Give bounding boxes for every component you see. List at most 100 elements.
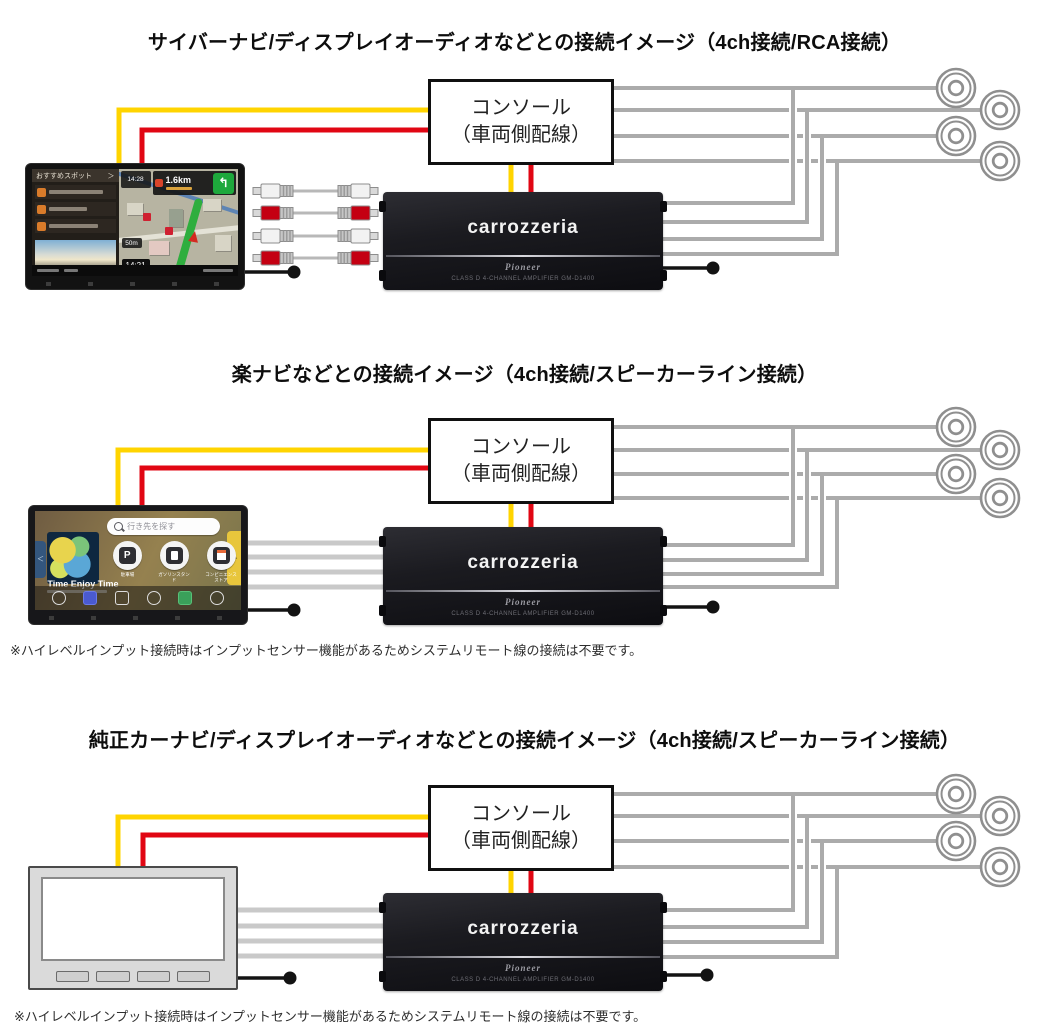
diagram3-title: 純正カーナビ/ディスプレイオーディオなどとの接続イメージ（4ch接続/スピーカー… xyxy=(88,730,961,752)
spot-list-item xyxy=(35,202,116,216)
d3-speaker-2 xyxy=(979,795,1021,837)
map-building xyxy=(148,241,169,255)
map-scale: 50m xyxy=(121,238,142,248)
d2-system-remote-wires xyxy=(248,600,720,617)
spot-list-item xyxy=(35,219,116,233)
app-gas-station: ガソリンスタンド xyxy=(156,540,192,584)
d3-speaker-3 xyxy=(935,820,977,862)
d3-amplifier: carrozzeria Pioneer CLASS D 4-CHANNEL AM… xyxy=(379,893,667,991)
spot-panel-header: おすすめスポット ＞ xyxy=(32,169,119,182)
oem-head-unit xyxy=(28,866,238,990)
d1-speaker-1 xyxy=(935,67,977,109)
oem-button xyxy=(96,971,130,982)
spot-text-bar xyxy=(49,190,103,194)
eta-box: 14:28 xyxy=(120,171,151,188)
oem-button-row xyxy=(56,971,210,982)
cyber-navi-screen: おすすめスポット ＞ 14:28 xyxy=(32,169,238,276)
spot-text-bar xyxy=(49,207,88,211)
amp-terminal-tab xyxy=(660,971,667,982)
next-turn-bar: 1.6km ↰ xyxy=(152,171,236,195)
carrozzeria-logo: carrozzeria xyxy=(467,552,579,573)
amp-terminal-tab xyxy=(379,971,386,982)
d1-speaker-4 xyxy=(979,140,1021,182)
distance-to-turn: 1.6km xyxy=(165,175,192,185)
console-label-line1: コンソール xyxy=(471,97,571,119)
oem-blank-screen xyxy=(41,877,225,961)
turn-point-icon xyxy=(154,179,163,187)
d1-amp-speaker-outputs xyxy=(661,88,839,256)
fuel-pump-icon xyxy=(165,546,183,564)
app-convenience-store: コンビニエンスストア xyxy=(203,540,239,584)
spot-panel-title: おすすめスポット xyxy=(36,172,92,180)
amp-terminal-tab xyxy=(660,270,667,281)
d1-wiring xyxy=(116,67,1021,279)
d1-rca-cables xyxy=(252,183,379,266)
source-icon xyxy=(83,591,98,606)
console-label-line1: コンソール xyxy=(471,803,571,825)
parking-icon: P xyxy=(118,546,136,564)
amp-model-text: CLASS D 4-CHANNEL AMPLIFIER GM-D1400 xyxy=(451,977,595,983)
status-text-bar xyxy=(203,269,233,272)
d2-speaker-2 xyxy=(979,429,1021,471)
av-menu-tab: ＜ xyxy=(35,540,46,579)
now-playing-title: Time Enjoy Time xyxy=(47,579,119,590)
app-label: 駐車場 xyxy=(120,571,134,578)
diagram3-note: ※ハイレベルインプット接続時はインプットセンサー機能があるためシステムリモート線… xyxy=(14,1009,647,1024)
d2-speaker-3 xyxy=(935,453,977,495)
d3-system-remote-wires xyxy=(236,968,714,985)
console-label-line2: （車両側配線） xyxy=(451,830,591,852)
turn-info: 1.6km xyxy=(165,175,192,190)
bezel-buttons xyxy=(49,616,227,620)
spot-icon xyxy=(37,221,46,231)
console-label-line2: （車両側配線） xyxy=(451,463,591,485)
status-text-bar xyxy=(37,269,59,272)
av-off-icon xyxy=(51,591,66,606)
d1-speaker-3 xyxy=(935,115,977,157)
d2-wiring xyxy=(115,406,1021,617)
amp-terminal-tab xyxy=(660,201,667,212)
destination-search-bar: 行き先を探す xyxy=(107,517,221,535)
map-building xyxy=(202,199,221,211)
d1-system-remote-wires xyxy=(240,261,720,279)
settings-icon xyxy=(210,591,225,606)
fuel-pump-glyph xyxy=(170,550,178,560)
d3-speaker-rows xyxy=(613,792,980,869)
amp-divider-line xyxy=(386,255,660,257)
d2-speaker-line-inputs xyxy=(246,540,390,590)
app-circle: P xyxy=(112,540,142,570)
d1-yellow-power-wire xyxy=(116,107,430,165)
d1-amplifier: carrozzeria Pioneer CLASS D 4-CHANNEL AM… xyxy=(379,192,667,290)
spot-icon xyxy=(37,204,46,214)
d1-speaker-rows xyxy=(613,86,980,163)
quick-app-buttons: P 駐車場 ガソリンスタンド コンビニエンスストア xyxy=(109,540,239,584)
map-building xyxy=(168,209,183,227)
d2-yellow-power-wire xyxy=(115,447,430,507)
bottom-icon-row xyxy=(35,586,241,610)
d3-amp-speaker-outputs xyxy=(661,794,839,959)
amp-terminal-tab xyxy=(660,536,667,547)
raku-navi-head-unit: ＜ ＞ 行き先を探す Time Enjoy Time P 駐車場 ガソリンスタン… xyxy=(28,505,248,625)
d2-amplifier: carrozzeria Pioneer CLASS D 4-CHANNEL AM… xyxy=(379,527,667,625)
screen-status-bar xyxy=(32,265,238,276)
d3-yellow-power-wire xyxy=(115,814,430,868)
turn-arrow-icon: ↰ xyxy=(213,172,234,194)
d1-red-power-wire xyxy=(139,127,430,165)
d2-red-power-wire xyxy=(139,465,430,507)
amp-terminal-tab xyxy=(379,201,386,212)
amp-terminal-tab xyxy=(379,902,386,913)
console-label-line2: （車両側配線） xyxy=(451,124,591,146)
album-art xyxy=(47,531,100,584)
store-glyph xyxy=(216,550,226,561)
diagram2-title: 楽ナビなどとの接続イメージ（4ch接続/スピーカーライン接続） xyxy=(231,364,818,386)
amp-model-text: CLASS D 4-CHANNEL AMPLIFIER GM-D1400 xyxy=(451,276,595,282)
d3-console-box: コンソール （車両側配線） xyxy=(428,785,614,871)
diagram2-note: ※ハイレベルインプット接続時はインプットセンサー機能があるためシステムリモート線… xyxy=(10,643,643,658)
console-label-line1: コンソール xyxy=(471,436,571,458)
diagram1-title: サイバーナビ/ディスプレイオーディオなどとの接続イメージ（4ch接続/RCA接続… xyxy=(147,32,902,54)
map-badge xyxy=(142,213,151,221)
app-label: ガソリンスタンド xyxy=(158,572,190,584)
app-parking: P 駐車場 xyxy=(109,540,145,584)
amp-divider-line xyxy=(386,956,660,958)
eco-icon xyxy=(178,591,193,606)
